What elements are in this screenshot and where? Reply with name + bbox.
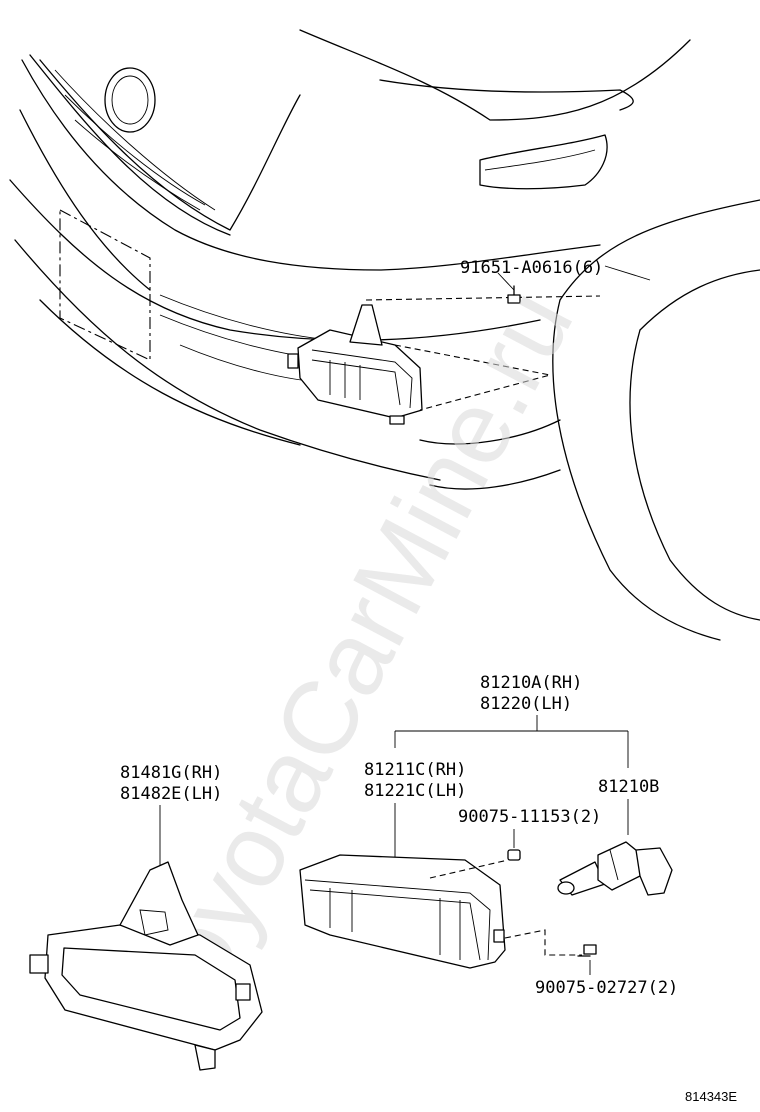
bulb-icon: [557, 841, 673, 896]
label-lens-lh: 81221C(LH): [364, 781, 466, 801]
label-nut: 90075-11153(2): [458, 807, 601, 827]
label-bracket-rh: 81481G(RH): [120, 763, 222, 783]
label-bolt-top: 91651-A0616(6): [460, 258, 603, 278]
fog-lamp-lens-housing: [299, 854, 506, 969]
leader-upper-1: [365, 295, 601, 301]
screw-icon: [577, 944, 597, 957]
label-bulb: 81210B: [598, 777, 659, 797]
label-lamp-assy-lh: 81220(LH): [480, 694, 572, 714]
bolt-icon: [507, 285, 521, 304]
vehicle-front-view: [9, 29, 760, 641]
label-screw: 90075-02727(2): [535, 978, 678, 998]
fog-lamp-bracket: [29, 861, 263, 1071]
label-bracket-lh: 81482E(LH): [120, 784, 222, 804]
label-lens-rh: 81211C(RH): [364, 760, 466, 780]
nut-icon: [507, 849, 521, 861]
figure-id: 814343E: [685, 1089, 737, 1104]
label-lamp-assy-rh: 81210A(RH): [480, 673, 582, 693]
fog-lamp-installed: [287, 304, 423, 425]
leader-nut: [429, 859, 509, 879]
leader-upper-2: [394, 344, 551, 411]
leader-screw: [504, 929, 582, 956]
